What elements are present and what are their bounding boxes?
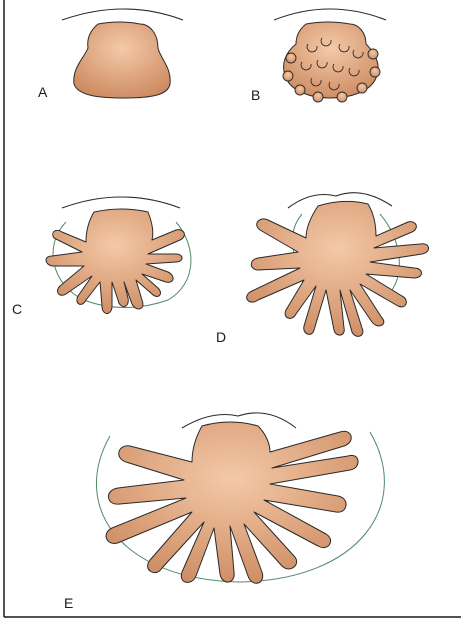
surface-epithelium-arc-a [62, 9, 183, 20]
bulb-a [74, 22, 170, 98]
branched-gland-d [247, 201, 429, 336]
panel-a: A [38, 9, 183, 100]
panel-b: B [251, 9, 386, 103]
surface-epithelium-arc-c [62, 197, 180, 208]
panel-d: D [216, 193, 429, 345]
panel-label-e: E [64, 595, 73, 611]
branched-gland-c [46, 209, 184, 314]
panel-label-a: A [38, 84, 48, 100]
panel-label-b: B [251, 87, 260, 103]
panel-c: C [12, 197, 191, 317]
panel-label-d: D [216, 329, 226, 345]
panel-label-c: C [12, 301, 22, 317]
surface-epithelium-arc-b [274, 9, 386, 20]
panel-e: E [64, 413, 384, 611]
